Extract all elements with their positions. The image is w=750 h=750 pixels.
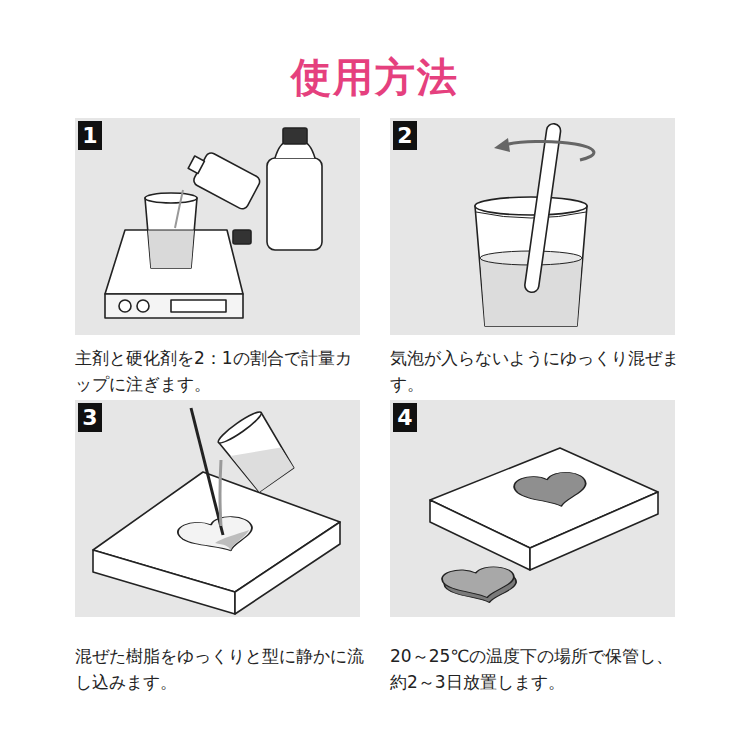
- cured-heart-illustration: [390, 400, 675, 617]
- step-caption: 混ぜた樹脂をゆっくりと型に静かに流し込みます。: [75, 643, 365, 696]
- step-panel: 混ぜた樹脂をゆっくりと型に静かに流し込みます。3: [75, 400, 360, 617]
- step-caption: 20～25℃の温度下の場所で保管し、約2～3日放置します。: [390, 643, 680, 696]
- step-panel: 気泡が入らないようにゆっくり混ぜます。2: [390, 118, 675, 335]
- mixing-illustration: [390, 118, 675, 335]
- step-number-badge: 4: [393, 403, 417, 432]
- step-number: 2: [397, 123, 412, 148]
- step-number-badge: 3: [78, 403, 102, 432]
- step-caption: 気泡が入らないようにゆっくり混ぜます。: [390, 345, 680, 398]
- step-number-badge: 2: [393, 121, 417, 150]
- step-number: 4: [397, 405, 412, 430]
- step-caption: 主剤と硬化剤を2：1の割合で計量カップに注ぎます。: [75, 345, 365, 398]
- scale-pour-illustration: [75, 118, 360, 335]
- pouring-mold-illustration: [75, 400, 360, 617]
- page-title: 使用方法: [0, 50, 750, 105]
- step-number: 3: [82, 405, 97, 430]
- step-number: 1: [82, 123, 97, 148]
- step-number-badge: 1: [78, 121, 102, 150]
- step-panel: 20～25℃の温度下の場所で保管し、約2～3日放置します。4: [390, 400, 675, 617]
- step-panel: 主剤と硬化剤を2：1の割合で計量カップに注ぎます。1: [75, 118, 360, 335]
